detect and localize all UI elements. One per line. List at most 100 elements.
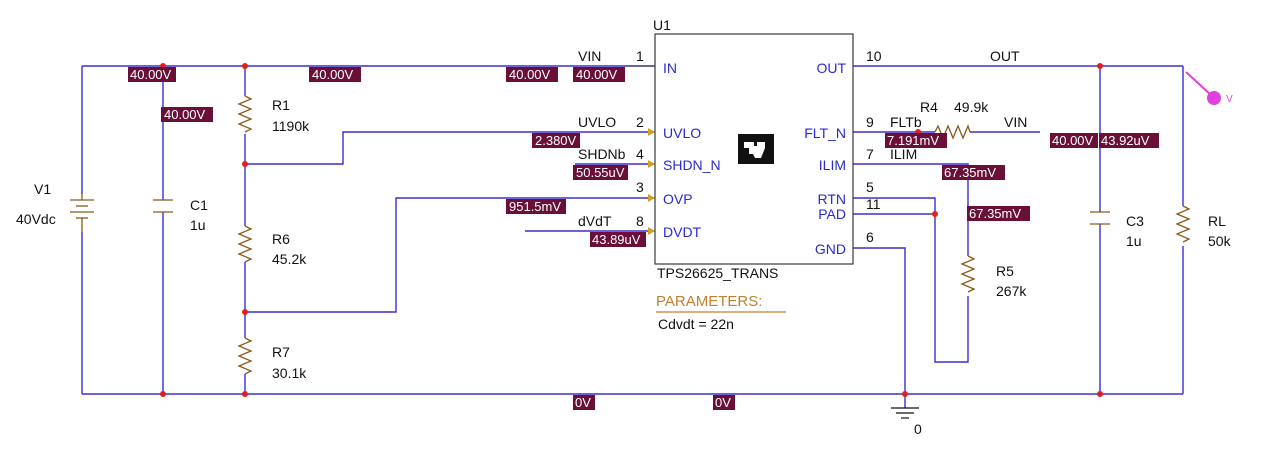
pin-num-2: 2 [636,114,644,130]
pin-num-1: 1 [636,48,644,64]
parameters-value: Cdvdt = 22n [658,316,734,332]
voltage-flag-flt[interactable]: 7.191mV [885,133,947,148]
ic-ref-label: U1 [653,17,671,33]
pin-name-in: IN [663,60,677,76]
svg-text:43.92uV: 43.92uV [1101,133,1150,148]
pin-name-rtn: RTN [817,191,846,207]
r4-vin-net: VIN [1004,114,1027,130]
svg-text:43.89uV: 43.89uV [592,232,641,247]
r4-value: 49.9k [954,99,989,115]
pin-num-3: 3 [636,179,644,195]
r4-resistor-symbol[interactable] [934,124,971,140]
c1-ref: C1 [190,197,208,213]
probe-label: V [1226,94,1233,105]
pin-num-10: 10 [866,48,882,64]
r4-ref: R4 [920,99,938,115]
v1-value: 40Vdc [16,211,56,227]
svg-text:50.55uV: 50.55uV [576,165,625,180]
r1-ref: R1 [272,97,290,113]
pin-name-uvlo: UVLO [663,125,701,141]
pin-num-8: 8 [636,213,644,229]
voltage-flag-top-mid[interactable]: 40.00V [309,67,361,82]
r7-ref: R7 [272,344,290,360]
parameters-header: PARAMETERS: [656,293,762,310]
voltage-flag-ilim[interactable]: 67.35mV [942,165,1005,180]
voltage-flag-ovp[interactable]: 951.5mV [506,199,566,214]
v1-source-symbol[interactable] [70,194,94,232]
c3-capacitor-symbol[interactable] [1090,211,1110,225]
junction-dots [160,63,1103,397]
svg-text:40.00V: 40.00V [576,67,618,82]
svg-text:2.380V: 2.380V [535,133,577,148]
pin-name-out: OUT [816,60,846,76]
svg-text:40.00V: 40.00V [312,67,354,82]
pin-name-ovp: OVP [663,191,693,207]
rl-resistor-symbol[interactable] [1175,205,1191,243]
voltage-flag-shdn[interactable]: 50.55uV [573,165,628,180]
net-label-vin: VIN [578,48,601,64]
r7-value: 30.1k [272,365,307,381]
pin-num-6: 6 [866,229,874,245]
net-label-out: OUT [990,48,1020,64]
voltage-flag-top-wire[interactable]: 40.00V [506,67,558,82]
ground-net-label: 0 [914,421,922,437]
rl-value: 50k [1208,233,1232,249]
net-label-fltb: FLTb [890,114,922,130]
c1-value: 1u [190,217,206,233]
v1-ref: V1 [34,181,51,197]
pin-num-11: 11 [866,196,881,212]
ground-icon [891,407,919,419]
net-label-uvlo: UVLO [578,114,616,130]
r1-value: 1190k [272,118,310,134]
svg-text:40.00V: 40.00V [1052,133,1094,148]
pin-name-dvdt: DVDT [663,224,702,240]
r7-resistor-symbol[interactable] [237,337,253,375]
pin-num-7: 7 [866,146,874,162]
r6-ref: R6 [272,231,290,247]
svg-text:40.00V: 40.00V [509,67,551,82]
pin-num-5: 5 [866,179,874,195]
pin-num-4: 4 [636,146,644,162]
svg-text:0V: 0V [715,395,731,410]
voltage-flag-r4-vin[interactable]: 40.00V [1050,133,1098,148]
svg-text:40.00V: 40.00V [164,107,206,122]
pin-name-gnd: GND [815,241,846,257]
r5-value: 267k [996,283,1027,299]
r5-resistor-symbol[interactable] [960,255,976,293]
voltage-flag-in-pin[interactable]: 40.00V [573,67,625,82]
pin-num-9: 9 [866,114,874,130]
pin-name-ilim: ILIM [819,157,846,173]
voltage-flag-uvlo[interactable]: 2.380V [532,133,580,148]
voltage-flag-gnd-b[interactable]: 0V [713,395,735,410]
svg-text:40.00V: 40.00V [130,67,172,82]
c3-ref: C3 [1126,213,1144,229]
voltage-flag-dvdt[interactable]: 43.89uV [590,232,646,247]
voltage-flag-gnd-a[interactable]: 0V [573,395,595,410]
ti-logo-icon [738,134,774,164]
ic-u1[interactable] [625,33,854,265]
c1-capacitor-symbol[interactable] [153,199,173,213]
r6-resistor-symbol[interactable] [237,225,253,263]
net-label-ilim: ILIM [890,146,917,162]
c3-value: 1u [1126,233,1142,249]
voltage-flag-top-c1[interactable]: 40.00V [161,107,213,122]
voltage-probe-icon[interactable] [1185,71,1221,105]
svg-text:67.35mV: 67.35mV [944,165,996,180]
voltage-flag-r5-top[interactable]: 67.35mV [967,206,1030,221]
voltage-flag-top-v1[interactable]: 40.00V [128,67,176,82]
pin-arrows [648,128,655,235]
pin-name-pad: PAD [818,206,846,222]
svg-text:0V: 0V [575,395,591,410]
net-label-dvdt: dVdT [578,213,612,229]
voltage-flag-out-probe[interactable]: 43.92uV [1099,133,1159,148]
r5-ref: R5 [996,263,1014,279]
pin-name-flt: FLT_N [804,125,846,141]
r6-value: 45.2k [272,251,307,267]
pin-name-shdn: SHDN_N [663,157,721,173]
r1-resistor-symbol[interactable] [237,95,253,133]
svg-text:951.5mV: 951.5mV [509,199,561,214]
rl-ref: RL [1208,213,1226,229]
svg-text:67.35mV: 67.35mV [969,206,1021,221]
net-label-shdnb: SHDNb [578,146,626,162]
ic-part-label: TPS26625_TRANS [657,265,778,281]
